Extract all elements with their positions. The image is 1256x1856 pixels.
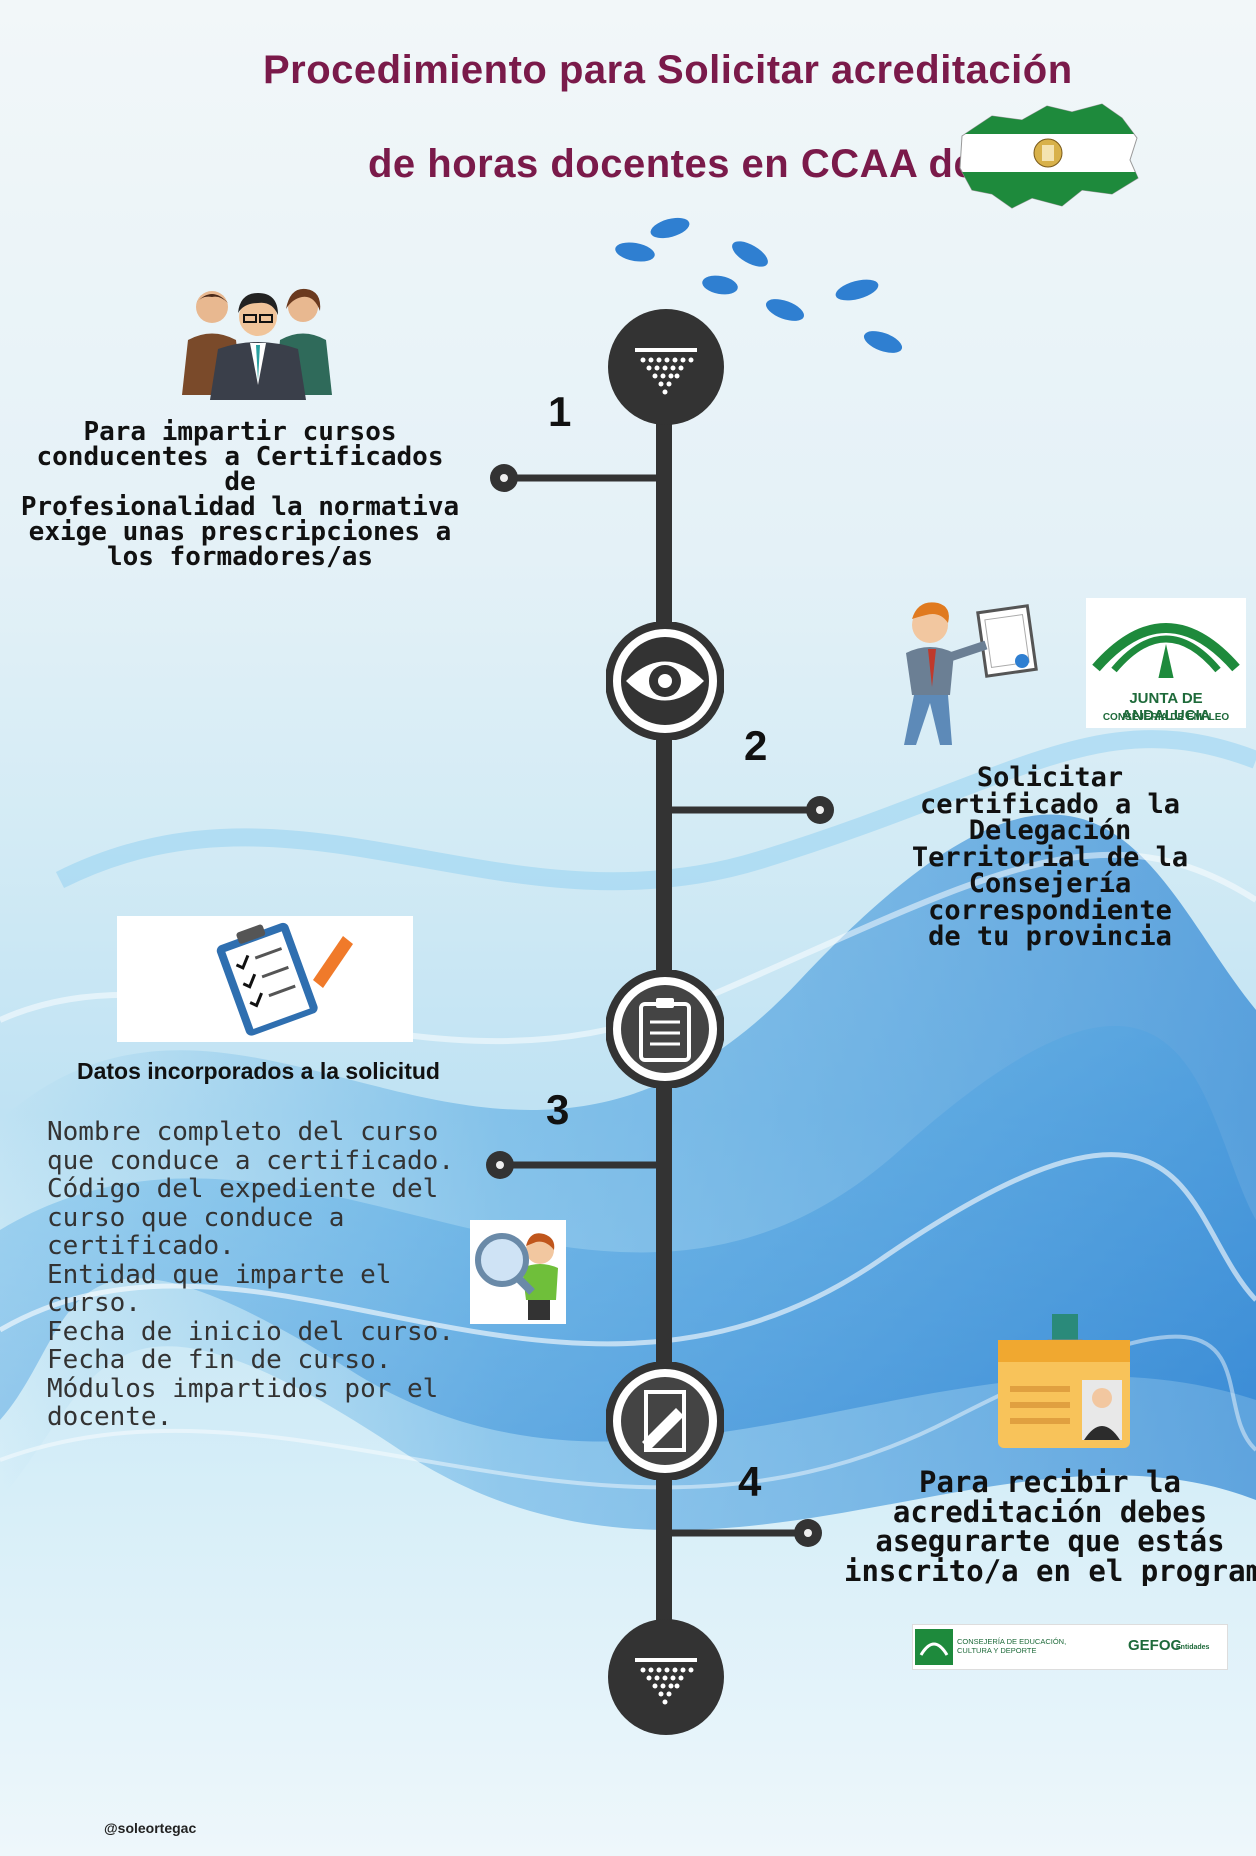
step-2-line: de tu provincia bbox=[928, 921, 1172, 952]
step-3-heading: Datos incorporados a la solicitud bbox=[77, 1058, 440, 1084]
step-2-line: Consejería bbox=[968, 868, 1132, 899]
step-number-3: 3 bbox=[546, 1086, 570, 1133]
step-4-line: inscrito/a en el program bbox=[844, 1553, 1256, 1586]
step-3-line: curso que conduce a bbox=[47, 1202, 345, 1233]
step-2-line: correspondiente bbox=[928, 894, 1172, 926]
gefoc-sub: Entidades bbox=[1176, 1644, 1210, 1651]
junta-small-icon bbox=[915, 1629, 953, 1665]
step-3-line: Código del expediente del bbox=[47, 1174, 439, 1204]
gefoc-department: CONSEJERÍA DE EDUCACIÓN, CULTURA Y DEPOR… bbox=[957, 1637, 1066, 1655]
gefoc-department-line: CULTURA Y DEPORTE bbox=[957, 1646, 1037, 1655]
step-3-line: Módulos impartidos por el bbox=[47, 1373, 439, 1404]
checklist-image bbox=[117, 916, 413, 1042]
step-3-line: Fecha de fin de curso. bbox=[47, 1345, 392, 1375]
eye-icon bbox=[606, 622, 724, 740]
id-card-icon bbox=[998, 1314, 1130, 1448]
step-1-line: Profesionalidad la normativa bbox=[20, 492, 460, 522]
document-pen-icon bbox=[606, 1362, 724, 1480]
funnel-icon bbox=[608, 309, 724, 425]
step-number-2: 2 bbox=[744, 722, 768, 769]
step-4-line: acreditación debes bbox=[892, 1494, 1208, 1529]
junta-andalucia-logo: JUNTA DE ANDALUCIA CONSEJERÍA DE EMPLEO bbox=[1086, 598, 1246, 728]
step-4-line: asegurarte que estás bbox=[875, 1524, 1225, 1558]
junta-name: JUNTA DE ANDALUCIA bbox=[1121, 690, 1211, 724]
magnifier-icon bbox=[475, 1233, 558, 1320]
man-with-certificate-icon bbox=[904, 602, 1038, 745]
step-1-line: los formadores/as bbox=[106, 542, 374, 572]
step-2-text: Solicitar certificado a la Delegación Te… bbox=[880, 762, 1220, 952]
step-3-list: Nombre completo del curso que conduce a … bbox=[47, 1118, 487, 1432]
step-1-text: Para impartir cursos conducentes a Certi… bbox=[20, 417, 460, 572]
step-2-line: certificado a la bbox=[919, 788, 1181, 820]
junta-arch-icon bbox=[1092, 623, 1240, 680]
page-title-line2: de horas docentes en CCAA de bbox=[368, 142, 977, 186]
footprints-icon bbox=[615, 217, 903, 353]
page-title-line1: Procedimiento para Solicitar acreditació… bbox=[263, 48, 1073, 92]
funnel-icon bbox=[608, 1619, 724, 1735]
step-3-line: certificado. bbox=[47, 1231, 235, 1261]
gefoc-name: GEFOC bbox=[1128, 1637, 1182, 1654]
step-2-line: Solicitar bbox=[976, 762, 1124, 793]
step-3-line: docente. bbox=[47, 1402, 173, 1432]
step-1-line: exige unas prescripciones a bbox=[28, 517, 452, 547]
junta-department: CONSEJERÍA DE EMPLEO bbox=[1102, 712, 1230, 723]
step-3-line: Fecha de inicio del curso. bbox=[47, 1316, 454, 1347]
step-number-4: 4 bbox=[738, 1458, 762, 1505]
magnifier-person-image bbox=[470, 1220, 566, 1324]
step-1-line: conducentes a Certificados de bbox=[36, 442, 444, 497]
checklist-icon bbox=[216, 922, 353, 1036]
step-3-line: curso. bbox=[47, 1288, 141, 1318]
gefoc-department-line: CONSEJERÍA DE EDUCACIÓN, bbox=[957, 1637, 1067, 1646]
step-4-line: Para recibir la bbox=[919, 1468, 1181, 1499]
step-1-line: Para impartir cursos bbox=[83, 417, 397, 447]
gefoc-logo: CONSEJERÍA DE EDUCACIÓN, CULTURA Y DEPOR… bbox=[912, 1624, 1228, 1670]
step-4-text: Para recibir la acreditación debes asegu… bbox=[844, 1468, 1256, 1586]
step-2-line: Delegación bbox=[968, 815, 1132, 846]
andalusia-flag-map-icon bbox=[959, 103, 1139, 209]
step-number-1: 1 bbox=[548, 388, 572, 435]
step-3-line: que conduce a certificado. bbox=[47, 1145, 454, 1176]
step-3-line: Entidad que imparte el bbox=[47, 1259, 392, 1290]
people-group-icon bbox=[182, 288, 332, 400]
step-2-line: Territorial de la bbox=[911, 841, 1189, 873]
author-handle: @soleortegac bbox=[104, 1820, 197, 1836]
clipboard-icon bbox=[606, 970, 724, 1088]
step-3-line: Nombre completo del curso bbox=[47, 1117, 439, 1147]
